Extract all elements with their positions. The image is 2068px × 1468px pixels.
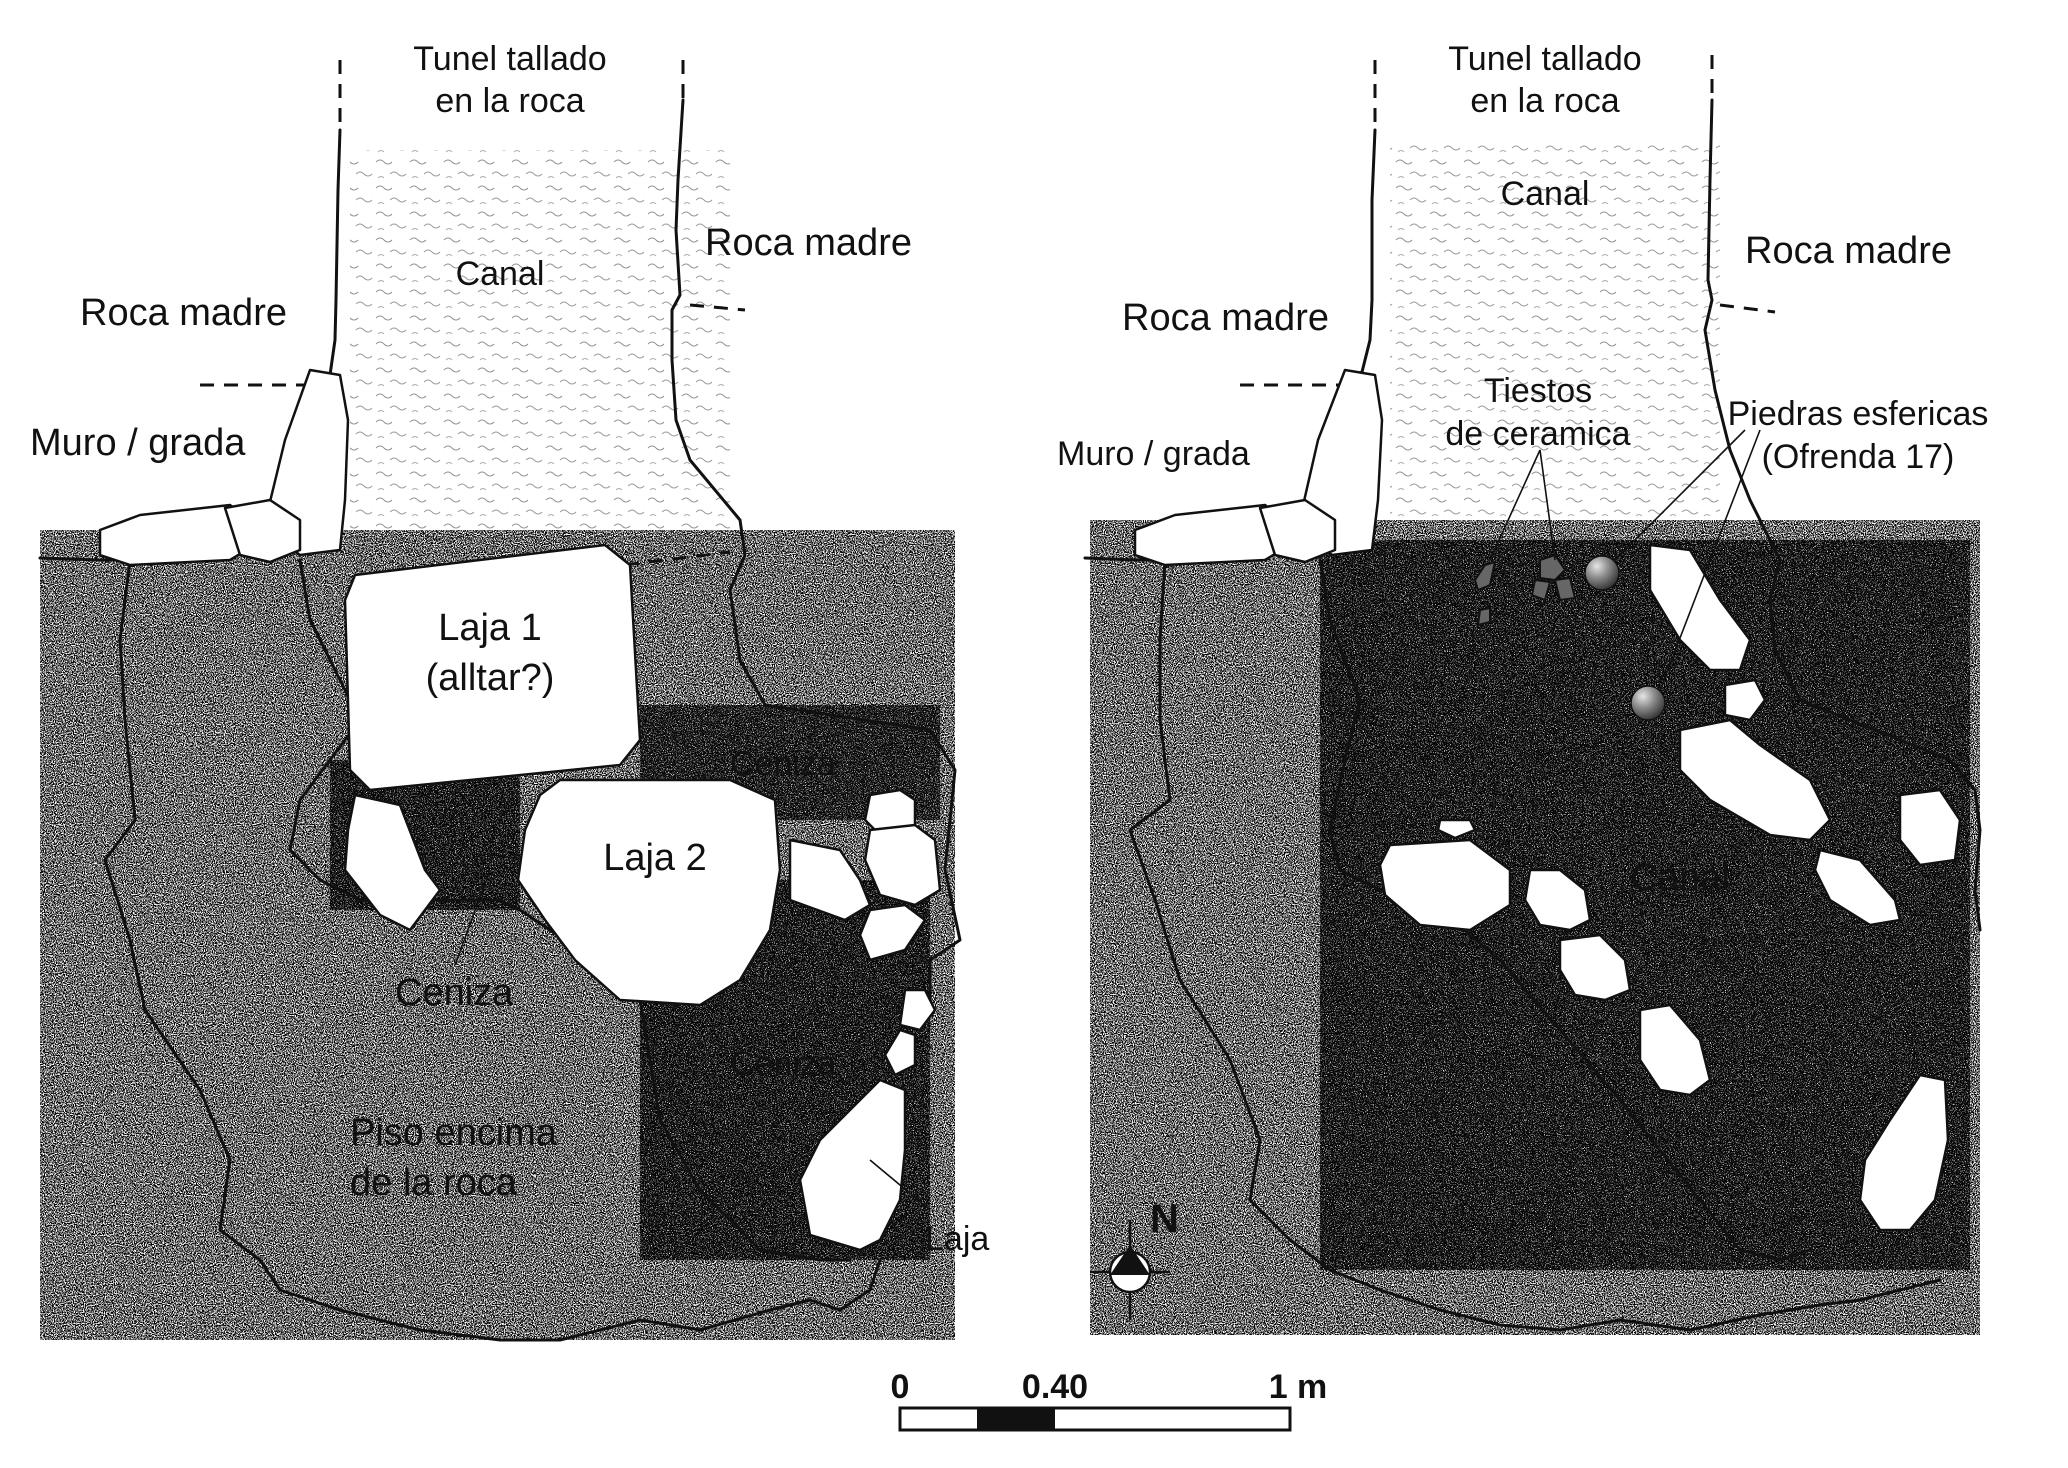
right-tiestos-leader-2 bbox=[1539, 449, 1556, 561]
left-east-dash bbox=[689, 303, 746, 312]
right-stone-sw4 bbox=[1638, 1003, 1712, 1097]
left-stone-se1 bbox=[898, 988, 937, 1032]
left-plan: Tunel tallado en la roca Canal Roca madr… bbox=[30, 40, 989, 1342]
left-roca-madre-left-label: Roca madre bbox=[80, 292, 287, 334]
right-canal-top-label: Canal bbox=[1501, 175, 1590, 213]
right-canal-mid-label: Canal bbox=[1630, 857, 1729, 899]
left-floor-boundary bbox=[38, 556, 882, 1342]
right-spherical-stone-2[interactable] bbox=[1630, 685, 1666, 721]
right-muro-grada-label: Muro / grada bbox=[1057, 435, 1250, 473]
right-spherical-stone-1[interactable] bbox=[1584, 555, 1620, 591]
right-roca-madre-left-label: Roca madre bbox=[1122, 297, 1329, 339]
right-sherd-5 bbox=[1530, 578, 1552, 602]
left-tunnel-west-wall bbox=[310, 128, 342, 382]
left-stone-se2 bbox=[883, 1028, 917, 1077]
right-piedras-leader-2 bbox=[1659, 429, 1761, 691]
right-tunnel-label-line1: Tunel tallado bbox=[1448, 40, 1641, 78]
left-laja1-stone[interactable] bbox=[343, 543, 642, 792]
right-stone-se bbox=[1858, 1073, 1950, 1232]
right-roca-madre-right-label: Roca madre bbox=[1745, 230, 1952, 272]
right-stone-north-long bbox=[1648, 543, 1752, 672]
north-arrow: N bbox=[1090, 1197, 1179, 1320]
scale-bar: 0 0.40 1 m bbox=[891, 1368, 1328, 1432]
right-muro-stone-3 bbox=[1258, 498, 1337, 564]
right-sherd-4 bbox=[1553, 576, 1577, 602]
right-tunnel-east-wall bbox=[1703, 98, 1982, 932]
right-floor-boundary bbox=[1083, 556, 1942, 1332]
left-laja2-stone[interactable] bbox=[516, 778, 782, 1007]
left-stone-e3 bbox=[858, 903, 927, 962]
left-laja2-label: Laja 2 bbox=[603, 837, 707, 879]
right-piedras-leader-1 bbox=[1614, 429, 1746, 561]
left-roca-madre-right-label: Roca madre bbox=[705, 222, 912, 264]
left-ceniza-w-leader bbox=[454, 869, 491, 966]
right-tunnel-west-wall bbox=[1343, 128, 1377, 380]
left-laja-leader bbox=[869, 1159, 931, 1211]
left-laja-label: Laja bbox=[925, 1220, 989, 1258]
left-piso-label-line2: de la roca bbox=[350, 1162, 518, 1204]
right-tiestos-leader-1 bbox=[1489, 449, 1541, 561]
left-laja-stone[interactable] bbox=[798, 1078, 907, 1252]
left-muro-stone-1 bbox=[266, 368, 350, 557]
left-tunnel-label-line2: en la roca bbox=[435, 82, 584, 120]
right-east-dash bbox=[1719, 303, 1776, 314]
right-sherd-2 bbox=[1476, 606, 1491, 627]
left-ash-ne bbox=[640, 705, 940, 820]
left-canal-label: Canal bbox=[456, 255, 545, 293]
right-piedras-label-line1: Piedras esfericas bbox=[1728, 395, 1989, 433]
north-arrow-label: N bbox=[1150, 1197, 1179, 1241]
right-stone-w-small bbox=[1436, 818, 1477, 840]
left-stone-w bbox=[343, 793, 442, 932]
right-stone-e1 bbox=[1898, 788, 1962, 867]
right-muro-stone-1 bbox=[1300, 368, 1384, 557]
scale-bar-black-segment bbox=[977, 1408, 1055, 1430]
right-tiestos-label-line2: de ceramica bbox=[1445, 415, 1630, 453]
right-tiestos-label-line1: Tiestos bbox=[1484, 372, 1592, 410]
scale-tick-mid: 0.40 bbox=[1022, 1368, 1088, 1406]
right-tunnel-label-line2: en la roca bbox=[1470, 82, 1619, 120]
right-stone-long-e bbox=[1678, 718, 1832, 842]
left-muro-stone-3 bbox=[223, 498, 302, 564]
right-tunnel-canal-texture bbox=[1390, 140, 1720, 520]
right-stone-sw2 bbox=[1523, 868, 1592, 932]
left-tunnel-east-wall bbox=[670, 98, 962, 1002]
left-stone-laja2-ne bbox=[788, 838, 872, 922]
right-stone-e2 bbox=[1813, 848, 1902, 927]
left-ceniza-w-label: Ceniza bbox=[395, 972, 514, 1014]
right-stone-small-n bbox=[1723, 678, 1767, 722]
right-canal-dense bbox=[1320, 540, 1970, 1270]
north-arrow-head-icon bbox=[1110, 1245, 1150, 1275]
left-piso-label-line1: Piso encima bbox=[350, 1112, 558, 1154]
right-plan: Tunel tallado en la roca Canal Roca madr… bbox=[1057, 40, 1988, 1335]
right-stone-sw3 bbox=[1558, 933, 1632, 1002]
scale-tick-end: 1 m bbox=[1269, 1368, 1328, 1406]
right-sherd-1 bbox=[1473, 560, 1497, 592]
right-sherd-3 bbox=[1539, 553, 1567, 582]
left-north-dash bbox=[624, 550, 731, 567]
right-stone-sw1 bbox=[1378, 838, 1512, 932]
left-tunnel-label-line1: Tunel tallado bbox=[413, 40, 606, 78]
left-stone-e2 bbox=[863, 823, 942, 907]
left-laja1-label-line2: (alltar?) bbox=[426, 657, 555, 699]
scale-tick-0: 0 bbox=[891, 1368, 910, 1406]
left-muro-grada-label: Muro / grada bbox=[30, 422, 246, 464]
left-ceniza-ne-label: Ceniza bbox=[730, 745, 836, 783]
left-ceniza-se-label: Ceniza bbox=[730, 1045, 836, 1083]
right-piedras-label-line2: (Ofrenda 17) bbox=[1762, 438, 1955, 476]
right-inner-boundary bbox=[1318, 558, 1812, 1262]
left-laja1-label-line1: Laja 1 bbox=[438, 607, 542, 649]
left-tunnel-canal-texture bbox=[350, 150, 730, 570]
